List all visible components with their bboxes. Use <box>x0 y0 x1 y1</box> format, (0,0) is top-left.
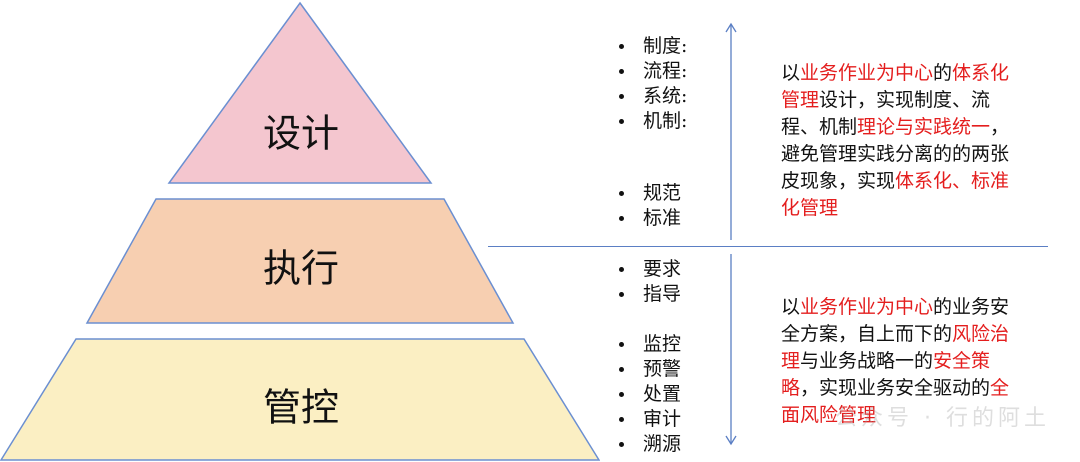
bullet-list-lower-1: 要求指导 <box>617 257 681 307</box>
bullet-item: 处置 <box>617 382 681 407</box>
horizontal-divider <box>488 246 1048 247</box>
tier-label-design: 设计 <box>262 111 340 156</box>
bullet-list-top: 制度:流程:系统:机制: <box>617 34 687 134</box>
bullet-item: 监控 <box>617 332 681 357</box>
highlight-text: 风险治理 <box>781 323 1010 372</box>
bullet-item: 审计 <box>617 407 681 432</box>
pyramid-diagram <box>0 1 600 461</box>
bullet-item: 指导 <box>617 282 681 307</box>
bullet-item: 机制: <box>617 109 687 134</box>
bullet-list-mid: 规范标准 <box>617 181 681 231</box>
bullet-item: 流程: <box>617 59 687 84</box>
vertical-arrows <box>725 22 737 446</box>
body-text: 的业务安全方案，自上而下的 <box>781 296 1010 345</box>
bullet-item: 要求 <box>617 257 681 282</box>
bullet-list-lower-2: 监控预警处置审计溯源 <box>617 332 681 457</box>
down-arrow-head <box>725 435 737 446</box>
highlight-text: 体系化、标准化管理 <box>781 170 1010 219</box>
body-text: 与业务战略一的 <box>800 350 934 372</box>
watermark: 公众号 · 行的阿土 <box>835 406 1050 431</box>
body-text: 设计，实现制度、流程、机制 <box>781 89 991 138</box>
highlight-text: 理论与实践统一 <box>857 116 991 138</box>
highlight-text: 业务作业为中心 <box>800 296 934 318</box>
body-text: 的 <box>933 62 953 84</box>
bullet-item: 制度: <box>617 34 687 59</box>
tier-label-control: 管控 <box>262 385 340 430</box>
body-text: 以 <box>781 296 801 318</box>
tier-middle-shape <box>85 198 515 324</box>
body-text: ，实现业务安全驱动的 <box>800 377 991 399</box>
body-text: ，避免管理实践分离的的两张皮现象，实现 <box>781 116 1010 192</box>
highlight-text: 安全策略 <box>781 350 991 399</box>
bullet-item: 规范 <box>617 181 681 206</box>
tier-bottom-shape <box>0 338 600 461</box>
description-top: 以业务作业为中心的体系化管理设计，实现制度、流程、机制理论与实践统一，避免管理实… <box>781 60 1021 222</box>
highlight-text: 体系化管理 <box>781 62 1010 111</box>
bullet-item: 溯源 <box>617 432 681 457</box>
up-arrow-head <box>725 22 737 33</box>
highlight-text: 全面风险管理 <box>781 377 1010 426</box>
bullet-item: 预警 <box>617 357 681 382</box>
bullet-item: 标准 <box>617 206 681 231</box>
body-text: 以 <box>781 62 801 84</box>
description-bottom: 以业务作业为中心的业务安全方案，自上而下的风险治理与业务战略一的安全策略，实现业… <box>781 294 1021 429</box>
tier-label-execute: 执行 <box>262 246 340 291</box>
tier-top-shape <box>167 1 433 184</box>
highlight-text: 业务作业为中心 <box>800 62 934 84</box>
bullet-item: 系统: <box>617 84 687 109</box>
